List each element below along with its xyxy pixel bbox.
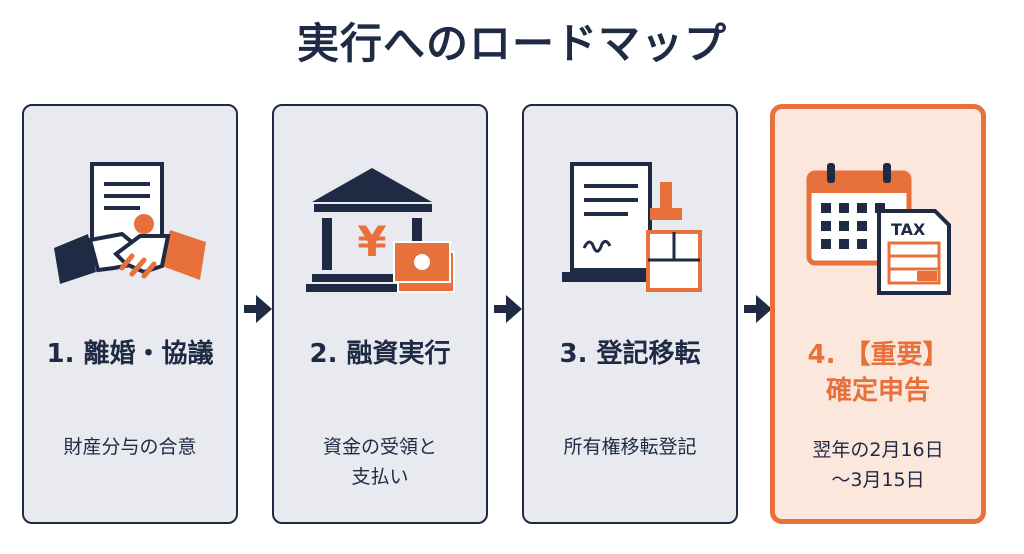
step-desc-line: 財産分与の合意	[63, 436, 197, 458]
step-title: 1. 離婚・協議	[24, 336, 236, 372]
step-title-line: 3. 登記移転	[559, 339, 701, 369]
tax-label: TAX	[891, 220, 926, 239]
step-desc-line: 所有権移転登記	[563, 436, 697, 458]
step-title-line: 4. 【重要】	[807, 340, 949, 370]
step-title-line: 確定申告	[825, 376, 930, 406]
step-desc-line: ～3月15日	[831, 469, 925, 491]
step-title-line: 1. 離婚・協議	[46, 339, 214, 369]
arrow-right-icon	[244, 295, 272, 323]
step-title: 4. 【重要】 確定申告	[775, 337, 981, 409]
bank-yen-money-icon: ¥	[306, 168, 455, 293]
arrow-right-icon	[494, 295, 522, 323]
page-title: 実行へのロードマップ	[296, 19, 727, 68]
step-description: 財産分与の合意	[24, 432, 236, 462]
svg-text:¥: ¥	[357, 217, 386, 266]
step-title: 3. 登記移転	[524, 336, 736, 372]
step-card-4: TAX 4. 【重要】 確定申告 翌年の2月16日 ～3月15日	[770, 104, 986, 524]
calendar-tax-form-icon: TAX	[806, 163, 951, 295]
step-desc-line: 翌年の2月16日	[812, 439, 944, 461]
deed-stamp-floorplan-icon	[562, 162, 702, 292]
step-card-3: 3. 登記移転 所有権移転登記	[522, 104, 738, 524]
step-description: 所有権移転登記	[524, 432, 736, 462]
step-desc-line: 資金の受領と	[322, 436, 437, 458]
handshake-contract-icon	[54, 162, 206, 284]
step-desc-line: 支払い	[351, 466, 409, 488]
arrow-right-icon	[744, 295, 772, 323]
step-card-2: ¥ 2. 融資実行 資金の受領と 支払い	[272, 104, 488, 524]
step-title-line: 2. 融資実行	[309, 339, 451, 369]
step-description: 資金の受領と 支払い	[274, 432, 486, 492]
step-card-1: 1. 離婚・協議 財産分与の合意	[22, 104, 238, 524]
step-description: 翌年の2月16日 ～3月15日	[775, 435, 981, 495]
step-title: 2. 融資実行	[274, 336, 486, 372]
